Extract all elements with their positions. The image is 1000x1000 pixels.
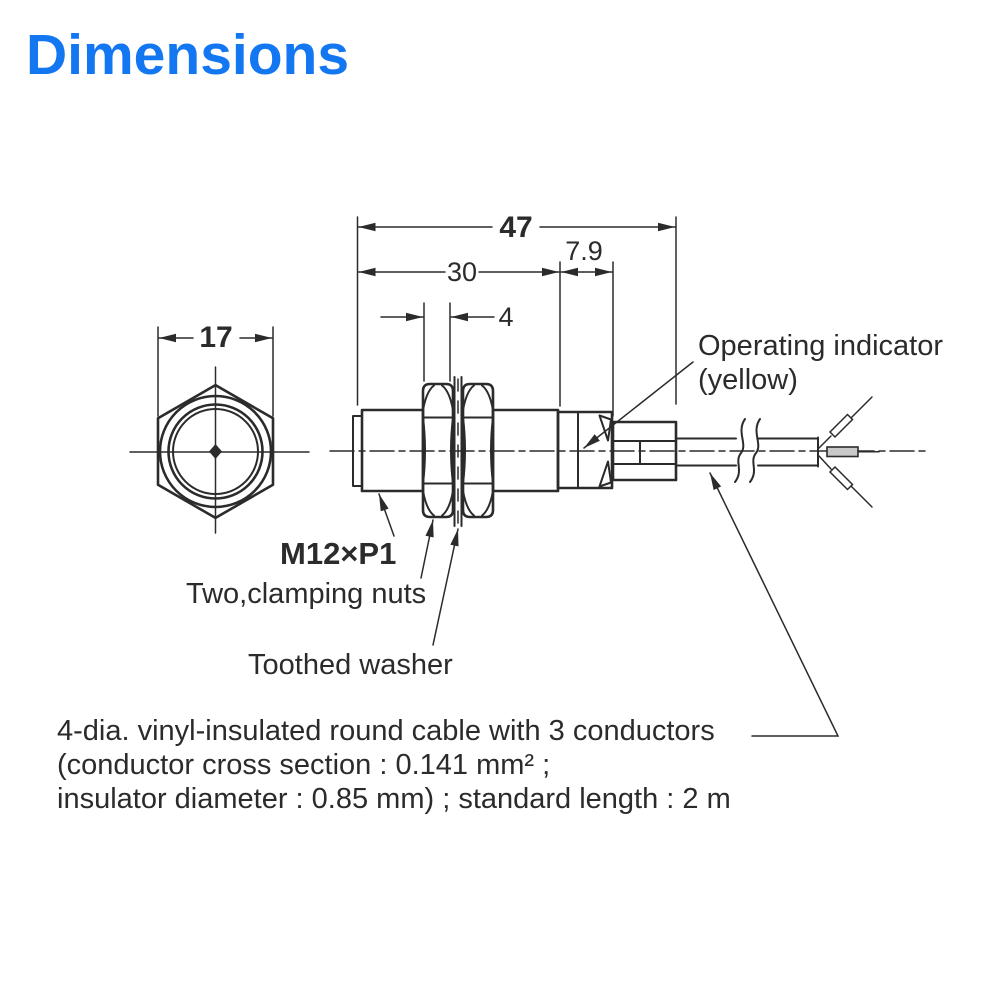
dim-30-value: 30	[447, 257, 477, 287]
cable	[675, 418, 819, 483]
nut1-facets	[422, 384, 454, 517]
nut1-outline	[421, 382, 455, 519]
barrel-outer-circle	[158, 394, 273, 509]
clamping-nut-1	[421, 382, 455, 519]
conductor-middle-sleeve	[826, 446, 859, 458]
cable-note-line3: insulator diameter : 0.85 mm) ; standard…	[57, 783, 731, 815]
clamping-nuts-label: Two,clamping nuts	[186, 578, 426, 610]
side-view: 47 30 7.9 4	[329, 211, 926, 527]
conductor-top-lead	[818, 435, 832, 449]
indicator-ring	[556, 410, 614, 490]
hex-nut-outline	[156, 383, 275, 520]
rear-block-outline	[611, 420, 678, 482]
nut2-outline	[461, 382, 495, 519]
dim-4-value: 4	[498, 302, 513, 332]
leader-clamping-nuts	[420, 519, 434, 579]
extension-lines	[356, 216, 677, 417]
conductor-top-wire	[850, 396, 873, 419]
operating-indicator-label-line1: Operating indicator	[698, 330, 943, 362]
leader-operating-indicator	[583, 361, 694, 449]
cable-note: 4-dia. vinyl-insulated round cable with …	[57, 714, 731, 816]
cable-break-curve-1	[734, 418, 746, 483]
thread-spec-label: M12×P1	[280, 536, 396, 571]
washer-edges	[453, 376, 463, 527]
thread-major-circle	[167, 403, 264, 500]
cable-edges-right	[757, 437, 819, 467]
leader-toothed-washer	[432, 528, 459, 646]
conductor-top-sleeve	[828, 413, 854, 439]
rear-block	[611, 420, 678, 482]
dim-79-value: 7.9	[565, 236, 603, 266]
indicator-facet-top	[598, 414, 612, 442]
dim-17-value: 17	[199, 321, 232, 354]
cable-note-line1: 4-dia. vinyl-insulated round cable with …	[57, 715, 715, 747]
thread-minor-circle	[172, 408, 259, 495]
conductor-ends	[818, 396, 880, 508]
toothed-washer-shape	[453, 376, 463, 527]
nut2-facets	[462, 384, 494, 517]
operating-indicator-label-line2: (yellow)	[698, 364, 798, 396]
leader-cable-note	[709, 472, 840, 737]
leader-thread-spec	[378, 493, 395, 537]
front-view: 17	[129, 321, 310, 534]
cable-entry-recess	[613, 440, 676, 465]
conductor-bottom-sleeve	[828, 465, 854, 491]
cable-note-line2: (conductor cross section : 0.141 mm² ;	[57, 749, 551, 781]
callouts: Operating indicator (yellow) M12×P1 Two,…	[186, 330, 943, 737]
center-mark-diamond	[209, 444, 222, 459]
page-title: Dimensions	[26, 23, 350, 87]
toothed-washer-label: Toothed washer	[248, 649, 453, 681]
conductor-bottom-wire	[850, 485, 873, 508]
conductor-bottom-lead	[818, 455, 832, 470]
cable-break-curve-2	[749, 418, 761, 483]
cable-edges-left	[675, 437, 737, 467]
dim-47-value: 47	[499, 211, 532, 244]
indicator-facet-bottom	[598, 460, 612, 488]
clamping-nut-2	[461, 382, 495, 519]
